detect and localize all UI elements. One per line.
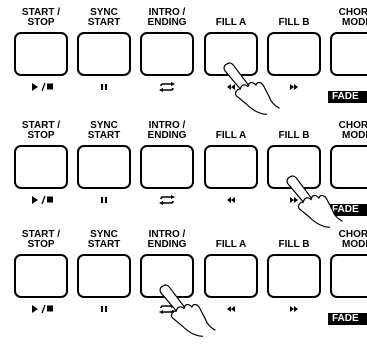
label-line: FILL A — [198, 131, 264, 141]
label-line: FILL A — [198, 240, 264, 250]
chord-mode-button[interactable] — [330, 254, 367, 298]
pause-icon — [71, 195, 137, 205]
intro-ending-label: INTRO /ENDING — [134, 230, 200, 250]
intro-ending-label: INTRO /ENDING — [134, 121, 200, 141]
fast-forward-icon — [261, 195, 327, 205]
rewind-icon — [198, 304, 264, 314]
fill-a-button[interactable] — [204, 32, 258, 76]
play-stop-icon — [8, 304, 74, 314]
fill-b-label: FILL B — [261, 18, 327, 28]
label-line: START — [71, 240, 137, 250]
rewind-icon — [198, 195, 264, 205]
fill-b-button[interactable] — [267, 32, 321, 76]
fade-badge: FADE — [328, 91, 367, 103]
label-line: FILL B — [261, 18, 327, 28]
fill-a-label: FILL A — [198, 18, 264, 28]
fill-a-button[interactable] — [204, 145, 258, 189]
start-stop-button[interactable] — [14, 145, 68, 189]
fill-b-label: FILL B — [261, 131, 327, 141]
fade-badge: FADE — [328, 204, 367, 216]
label-line: FILL B — [261, 240, 327, 250]
pause-icon — [71, 82, 137, 92]
sync-start-button[interactable] — [77, 254, 131, 298]
label-line: ENDING — [134, 131, 200, 141]
start-stop-label: START /STOP — [8, 230, 74, 250]
rewind-icon — [198, 82, 264, 92]
fade-badge: FADE — [328, 313, 367, 325]
fill-b-label: FILL B — [261, 240, 327, 250]
fill-a-label: FILL A — [198, 240, 264, 250]
chord-mode-label: CHORDMODE — [324, 8, 367, 28]
loop-arrows-icon — [134, 82, 200, 92]
label-line: STOP — [8, 131, 74, 141]
start-stop-button[interactable] — [14, 254, 68, 298]
label-line: START — [71, 131, 137, 141]
intro-ending-label: INTRO /ENDING — [134, 8, 200, 28]
fill-a-label: FILL A — [198, 131, 264, 141]
sync-start-button[interactable] — [77, 145, 131, 189]
label-line: FILL A — [198, 18, 264, 28]
loop-arrows-icon — [134, 195, 200, 205]
label-line: FILL B — [261, 131, 327, 141]
start-stop-label: START /STOP — [8, 121, 74, 141]
chord-mode-label: CHORDMODE — [324, 230, 367, 250]
chord-mode-label: CHORDMODE — [324, 121, 367, 141]
sync-start-button[interactable] — [77, 32, 131, 76]
intro-ending-button[interactable] — [140, 32, 194, 76]
label-line: STOP — [8, 240, 74, 250]
chord-mode-button[interactable] — [330, 32, 367, 76]
fast-forward-icon — [261, 82, 327, 92]
fill-b-button[interactable] — [267, 254, 321, 298]
start-stop-button[interactable] — [14, 32, 68, 76]
intro-ending-button[interactable] — [140, 145, 194, 189]
label-line: ENDING — [134, 240, 200, 250]
label-line: MODE — [324, 18, 367, 28]
pause-icon — [71, 304, 137, 314]
label-line: MODE — [324, 131, 367, 141]
fill-b-button[interactable] — [267, 145, 321, 189]
play-stop-icon — [8, 82, 74, 92]
label-line: STOP — [8, 18, 74, 28]
chord-mode-button[interactable] — [330, 145, 367, 189]
fill-a-button[interactable] — [204, 254, 258, 298]
loop-arrows-icon — [134, 304, 200, 314]
intro-ending-button[interactable] — [140, 254, 194, 298]
label-line: START — [71, 18, 137, 28]
label-line: MODE — [324, 240, 367, 250]
play-stop-icon — [8, 195, 74, 205]
fast-forward-icon — [261, 304, 327, 314]
label-line: ENDING — [134, 18, 200, 28]
start-stop-label: START /STOP — [8, 8, 74, 28]
